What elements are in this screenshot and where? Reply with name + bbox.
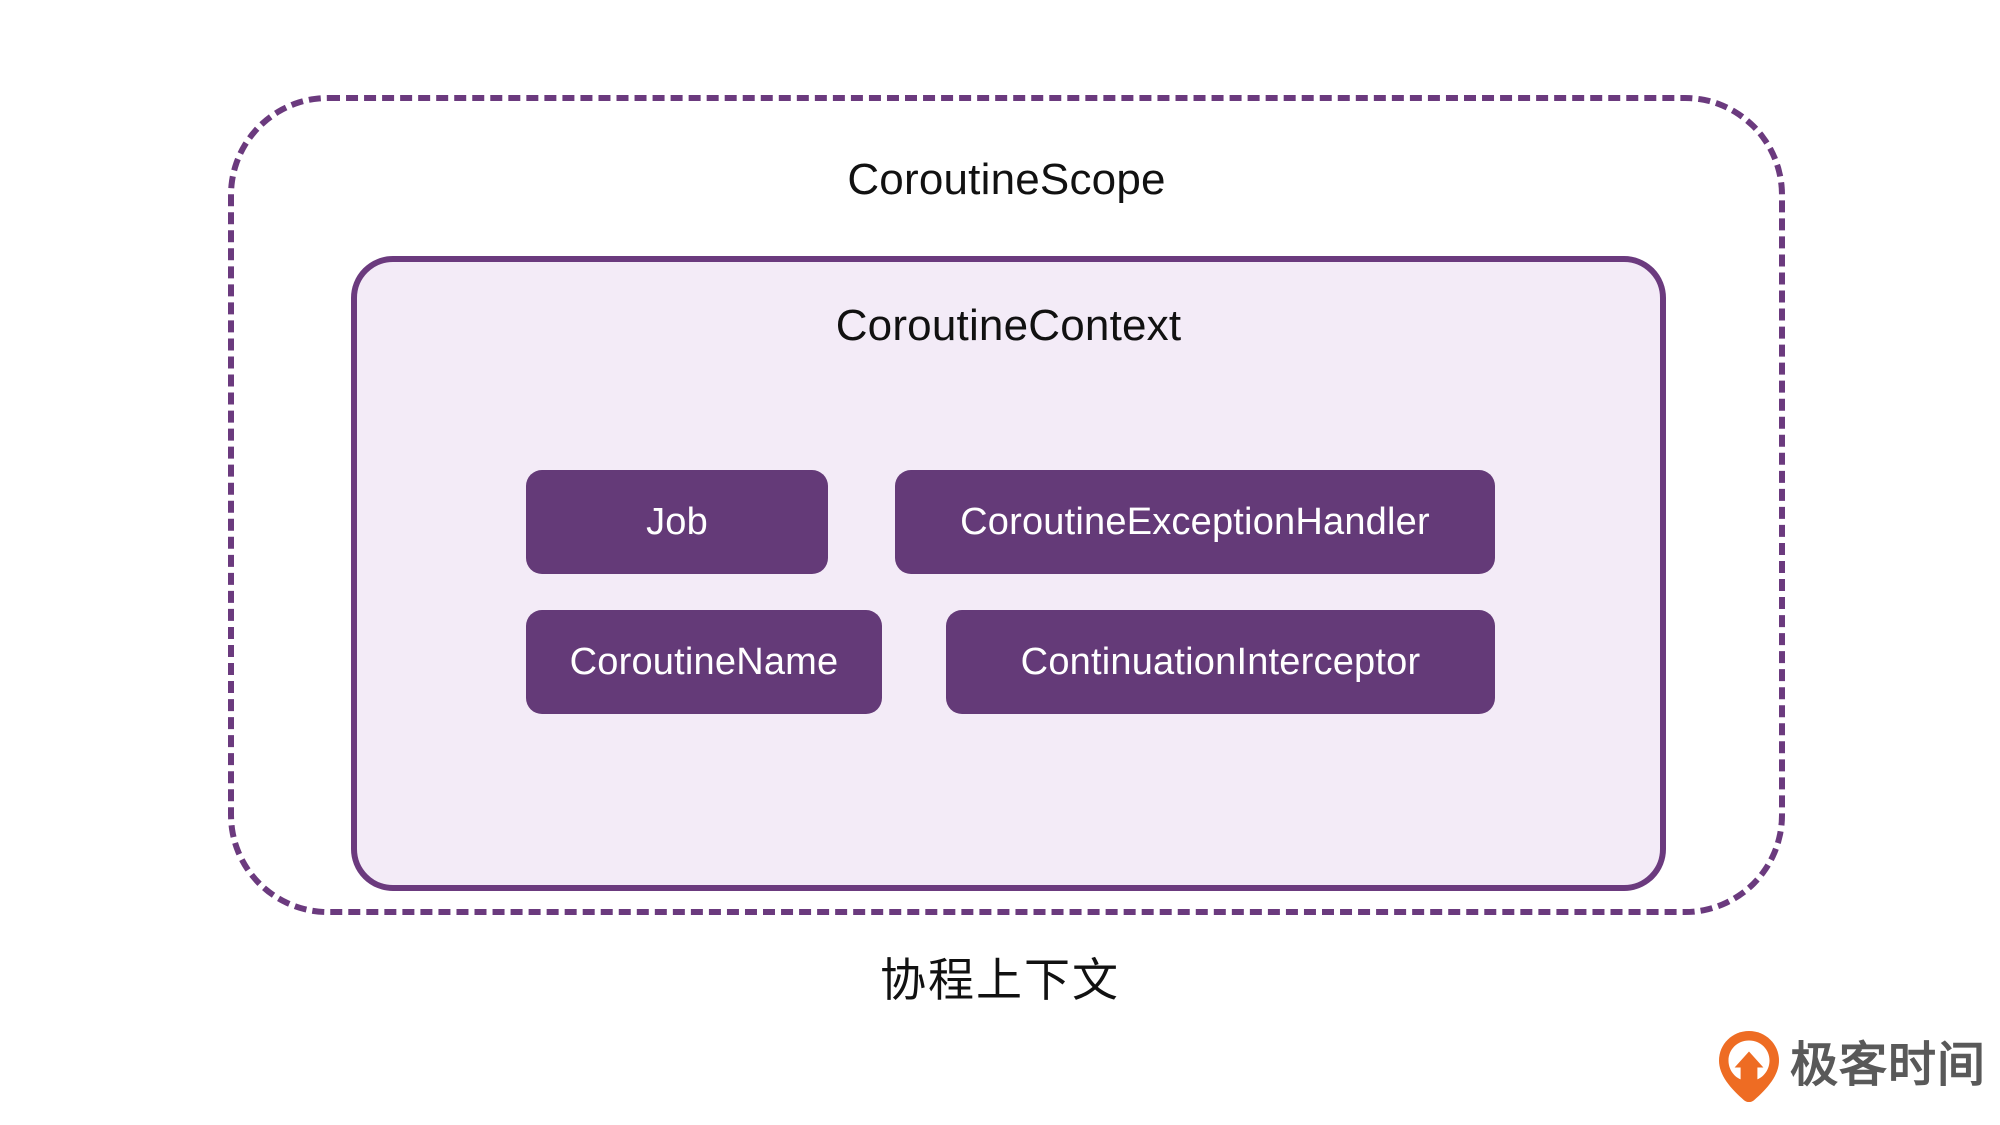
geektime-pin-logo-icon <box>1719 1031 1779 1102</box>
coroutine-context-container: CoroutineContext Job CoroutineExceptionH… <box>351 256 1666 891</box>
context-element-coroutine-exception-handler: CoroutineExceptionHandler <box>895 470 1495 574</box>
context-element-continuation-interceptor: ContinuationInterceptor <box>946 610 1495 714</box>
context-element-job: Job <box>526 470 828 574</box>
context-element-coroutine-name: CoroutineName <box>526 610 882 714</box>
coroutine-scope-container: CoroutineScope CoroutineContext Job Coro… <box>228 95 1785 915</box>
brand-watermark: 极客时间 <box>1718 1028 1986 1104</box>
coroutine-context-title: CoroutineContext <box>835 301 1182 350</box>
brand-wordmark: 极客时间 <box>1790 1039 1987 1092</box>
diagram-caption: 协程上下文 <box>880 954 1120 1006</box>
coroutine-scope-title: CoroutineScope <box>847 155 1166 204</box>
